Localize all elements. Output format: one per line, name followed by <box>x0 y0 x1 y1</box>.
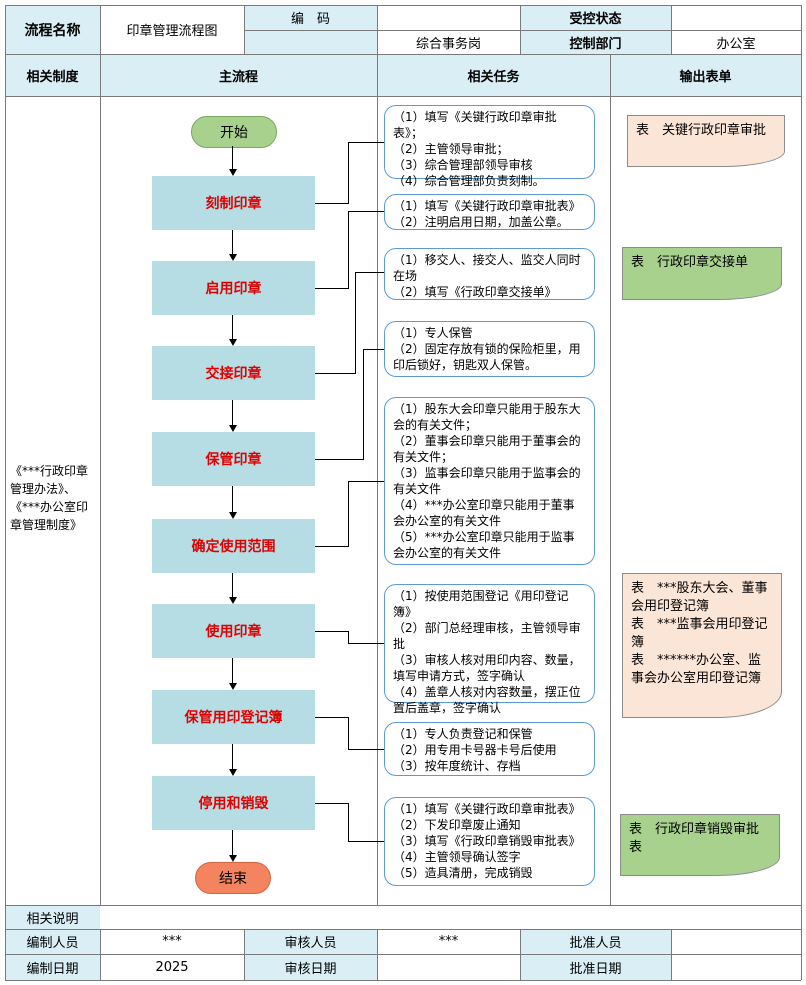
review-date-label: 审核日期 <box>244 954 377 980</box>
control-status-label: 受控状态 <box>520 5 671 30</box>
step-scope: 确定使用范围 <box>152 519 315 573</box>
control-dept-value: 办公室 <box>716 36 756 52</box>
code-label: 编 码 <box>244 5 377 30</box>
col-tasks-header: 相关任务 <box>377 54 610 96</box>
step-register-book: 保管用印登记簿 <box>152 690 315 744</box>
step-destroy: 停用和销毁 <box>152 776 315 830</box>
task-box-6: （1）按使用范围登记《用印登记簿》 （2）部门总经理审核，主管领导审批 （3）审… <box>384 584 595 715</box>
task-box-8: （1）填写《关键行政印章审批表》 （2）下发印章废止通知 （3）填写《行政印章销… <box>384 797 595 886</box>
col-system-header: 相关制度 <box>5 54 100 96</box>
notes-value <box>100 905 801 929</box>
task-box-1: （1）填写《关键行政印章审批表》； （2）主管领导审批； （3）综合管理部领导审… <box>384 105 595 188</box>
edit-date-label: 编制日期 <box>5 954 100 980</box>
col-main-header: 主流程 <box>100 54 377 96</box>
dept-left: 综合事务岗 <box>415 36 481 52</box>
step-engrave: 刻制印章 <box>152 176 315 230</box>
edit-date-value: 2025 <box>155 959 189 975</box>
task-box-4: （1）专人保管 （2）固定存放有锁的保险柜里，用印后锁好，钥匙双人保管。 <box>384 321 595 377</box>
reviewer-label: 审核人员 <box>244 929 377 954</box>
output-doc-1: 表 关键行政印章审批 <box>627 115 785 167</box>
task-box-7: （1）专人负责登记和保管 （2）用专用卡号器卡号后使用 （3）按年度统计、存档 <box>384 722 595 776</box>
step-handover: 交接印章 <box>152 346 315 400</box>
col-output-header: 输出表单 <box>610 54 801 96</box>
process-name-value: 印章管理流程图 <box>126 24 218 39</box>
end-node: 结束 <box>195 862 271 894</box>
approver-value <box>671 929 801 954</box>
control-status-value <box>671 5 801 30</box>
task-box-5: （1）股东大会印章只能用于股东大会的有关文件； （2）董事会印章只能用于董事会的… <box>384 397 595 565</box>
output-doc-4: 表 行政印章销毁审批表 <box>620 814 780 876</box>
code-value <box>377 5 520 30</box>
approve-date-label: 批准日期 <box>520 954 671 980</box>
process-name-label: 流程名称 <box>5 5 100 54</box>
output-doc-2: 表 行政印章交接单 <box>622 247 782 300</box>
task-box-2: （1）填写《关键行政印章审批表》 （2）注明启用日期，加盖公章。 <box>384 194 595 230</box>
code-empty-cell <box>244 30 377 54</box>
control-dept-label: 控制部门 <box>520 30 671 54</box>
output-doc-3: 表 ***股东大会、董事会用印登记簿 表 ***监事会用印登记簿 表 *****… <box>622 573 782 718</box>
step-custody: 保管印章 <box>152 432 315 486</box>
approve-date-value <box>671 954 801 980</box>
step-use: 使用印章 <box>152 604 315 658</box>
editor-label: 编制人员 <box>5 929 100 954</box>
notes-label: 相关说明 <box>5 905 100 929</box>
review-date-value <box>377 954 520 980</box>
step-enable: 启用印章 <box>152 261 315 315</box>
related-system-text: 《***行政印章管理办法》、《***办公室印章管理制度》 <box>10 464 89 532</box>
start-node: 开始 <box>191 116 277 148</box>
task-box-3: （1）移交人、接交人、监交人同时在场 （2）填写《行政印章交接单》 <box>384 248 595 300</box>
reviewer-value: *** <box>438 934 459 949</box>
editor-value: *** <box>162 934 182 949</box>
approver-label: 批准人员 <box>520 929 671 954</box>
